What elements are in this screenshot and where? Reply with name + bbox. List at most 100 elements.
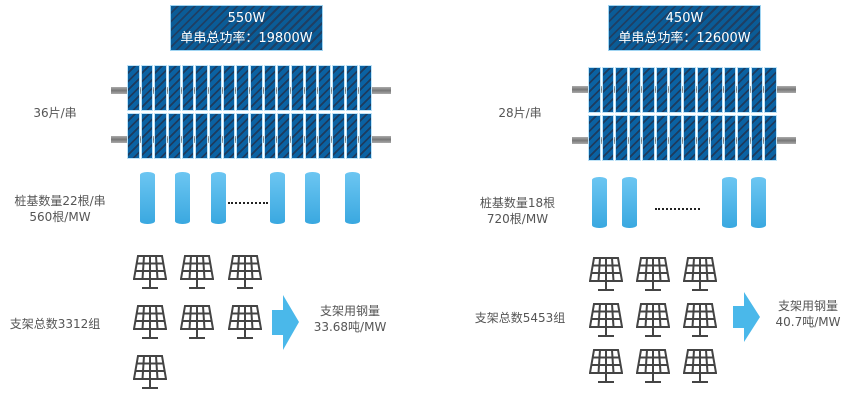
solar-module-cell [601,115,615,161]
solar-module-cell [588,115,601,161]
solar-module-cell [737,115,750,161]
solar-module-cell [277,113,290,159]
solar-module-cell [696,115,710,161]
solar-module-cell [642,115,655,161]
solar-module-cell [683,67,696,113]
pile-pillar [592,177,607,228]
right-arrow-icon [733,292,760,342]
left-arrow-icon [272,295,299,350]
right-pile-per-mw: 720根/MW [486,212,549,226]
solar-module-cell [710,67,723,113]
pile-pillar [175,172,190,224]
solar-module-cell [209,113,222,159]
solar-module-cell [127,113,140,159]
pile-pillar [140,172,155,224]
solar-support-icon [179,305,215,345]
solar-module-cell [628,67,642,113]
solar-module-cell [696,67,710,113]
solar-module-cell [181,113,195,159]
pile-pillar [722,177,737,228]
solar-module-cell [291,65,304,111]
solar-module-cell [723,115,737,161]
solar-module-cell [236,65,249,111]
solar-support-icon [179,255,215,295]
solar-support-icon [682,303,718,343]
pile-pillar [751,177,766,228]
solar-module-cell [318,65,331,111]
solar-module-cell [263,65,277,111]
solar-module-cell [332,113,345,159]
left-steel-value: 33.68吨/MW [313,320,387,334]
solar-module-cell [277,65,290,111]
solar-support-icon [132,305,168,345]
solar-support-icon [682,257,718,297]
solar-module-cell [236,113,249,159]
right-ellipsis [655,208,700,210]
left-module-power: 550W [227,11,266,26]
solar-module-cell [628,115,642,161]
pile-pillar [211,172,226,224]
right-pile-label: 桩基数量18根 720根/MW [470,195,565,227]
right-banner: 450W 单串总功率：12600W [608,5,761,51]
solar-support-icon [132,255,168,295]
solar-module-cell [683,115,696,161]
solar-module-cell [669,115,682,161]
pile-pillar [305,172,320,224]
left-ellipsis [228,202,268,204]
right-support-label: 支架总数5453组 [474,311,566,325]
solar-module-cell [588,67,601,113]
solar-module-cell [222,113,236,159]
solar-module-cell [655,67,669,113]
solar-module-cell [250,113,263,159]
left-pile-label: 桩基数量22根/串 560根/MW [5,193,115,225]
solar-module-cell [615,67,628,113]
solar-module-cell [140,65,154,111]
solar-module-cell [615,115,628,161]
solar-module-cell [669,67,682,113]
solar-support-icon [682,349,718,389]
left-banner: 550W 单串总功率：19800W [170,5,323,51]
left-modules-label: 36片/串 [33,106,77,120]
solar-module-cell [209,65,222,111]
solar-module-cell [710,115,723,161]
solar-module-cell [181,65,195,111]
solar-module-cell [195,65,208,111]
left-support-label: 支架总数3312组 [9,317,101,331]
pile-pillar [270,172,285,224]
solar-module-cell [359,113,372,159]
solar-module-cell [291,113,304,159]
left-pile-count: 桩基数量22根/串 [14,194,106,208]
right-pile-count: 桩基数量18根 [479,196,556,210]
solar-module-cell [737,67,750,113]
solar-module-cell [168,65,181,111]
solar-module-cell [127,65,140,111]
right-steel-value: 40.7吨/MW [775,315,841,329]
solar-module-cell [345,65,359,111]
solar-module-cell [723,67,737,113]
solar-module-cell [345,113,359,159]
right-panel-array [588,67,778,161]
solar-support-icon [588,257,624,297]
pile-pillar [622,177,637,228]
left-steel-title: 支架用钢量 [319,304,380,318]
solar-module-cell [764,67,777,113]
solar-module-cell [154,65,167,111]
solar-module-cell [140,113,154,159]
solar-module-cell [195,113,208,159]
solar-support-icon [635,349,671,389]
right-module-power: 450W [665,11,704,26]
solar-module-cell [750,67,764,113]
solar-module-cell [304,113,318,159]
solar-module-cell [601,67,615,113]
solar-support-icon [588,349,624,389]
solar-module-cell [642,67,655,113]
solar-support-icon [132,355,168,395]
solar-support-icon [588,303,624,343]
solar-module-cell [250,65,263,111]
solar-module-cell [359,65,372,111]
left-pile-per-mw: 560根/MW [29,210,91,224]
right-string-power: 单串总功率：12600W [618,31,751,46]
right-steel-title: 支架用钢量 [777,299,838,313]
solar-module-cell [332,65,345,111]
solar-module-cell [764,115,777,161]
